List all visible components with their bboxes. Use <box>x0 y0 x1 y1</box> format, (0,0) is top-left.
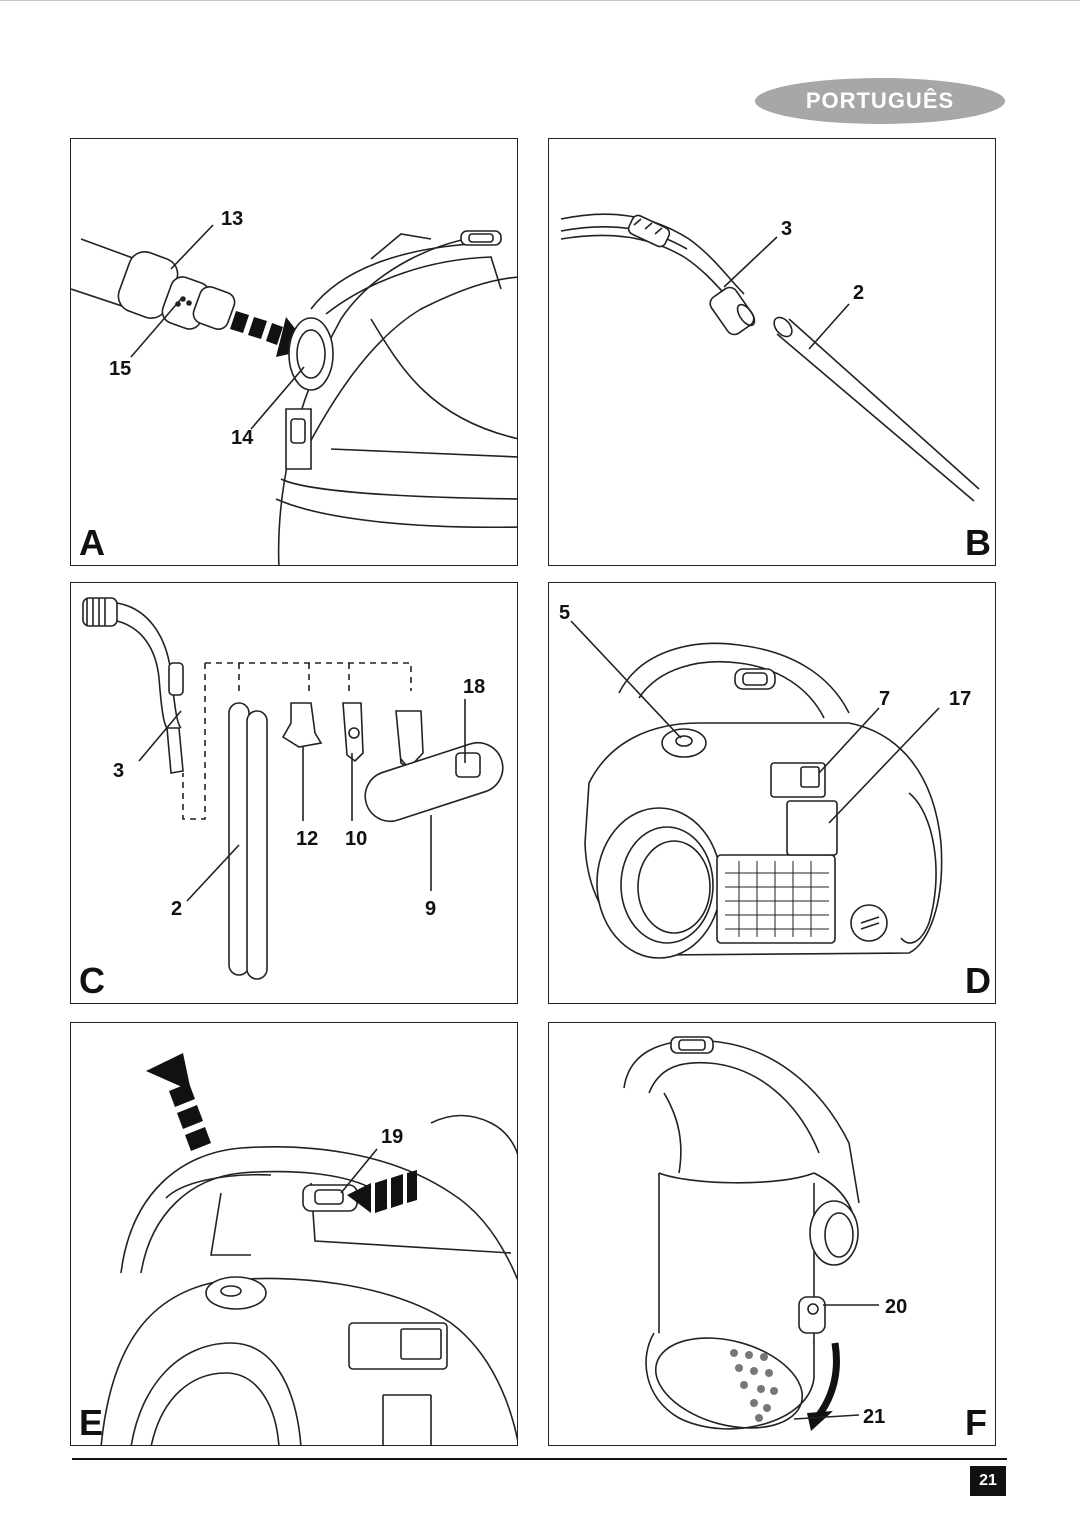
callout-21: 21 <box>863 1406 885 1428</box>
callout-2: 2 <box>171 898 182 920</box>
callout-5: 5 <box>559 602 570 624</box>
footer-rule <box>72 1458 1007 1460</box>
callout-3: 3 <box>113 760 124 782</box>
figure-f-illustration: 20 21 <box>623 1036 907 1431</box>
figure-e-illustration: 19 <box>100 1053 517 1445</box>
callout-7: 7 <box>879 688 890 710</box>
figure-letter-f: F <box>965 1402 987 1443</box>
language-badge: PORTUGUÊS <box>755 78 1005 124</box>
page-number: 21 <box>970 1466 1006 1496</box>
figure-b: 3 2 B <box>548 138 996 566</box>
figure-c-illustration: 18 3 12 10 2 9 <box>82 597 504 980</box>
callout-13: 13 <box>221 208 243 230</box>
callout-15: 15 <box>109 358 131 380</box>
figure-letter-d: D <box>965 960 991 1001</box>
callout-10: 10 <box>345 828 367 850</box>
callout-17: 17 <box>949 688 971 710</box>
callout-20: 20 <box>885 1296 907 1318</box>
callout-14: 14 <box>231 427 254 449</box>
figure-c: 18 3 12 10 2 9 C <box>70 582 518 1004</box>
top-rule <box>0 0 1080 1</box>
figure-b-illustration: 3 2 <box>560 213 980 502</box>
callout-19: 19 <box>381 1126 403 1148</box>
figure-letter-a: A <box>79 522 105 563</box>
figure-letter-c: C <box>79 960 105 1001</box>
figure-a-illustration: 13 15 14 <box>71 208 517 565</box>
figure-d-illustration: 5 7 17 <box>559 602 971 959</box>
figure-letter-e: E <box>79 1402 104 1443</box>
callout-12: 12 <box>296 828 318 850</box>
figure-d: 5 7 17 D <box>548 582 996 1004</box>
figure-a: 13 15 14 A <box>70 138 518 566</box>
figure-f: 20 21 F <box>548 1022 996 1446</box>
figure-e: 19 E <box>70 1022 518 1446</box>
callout-2: 2 <box>853 282 864 304</box>
figure-letter-b: B <box>965 522 991 563</box>
callout-18: 18 <box>463 676 485 698</box>
callout-9: 9 <box>425 898 436 920</box>
callout-3: 3 <box>781 218 792 240</box>
